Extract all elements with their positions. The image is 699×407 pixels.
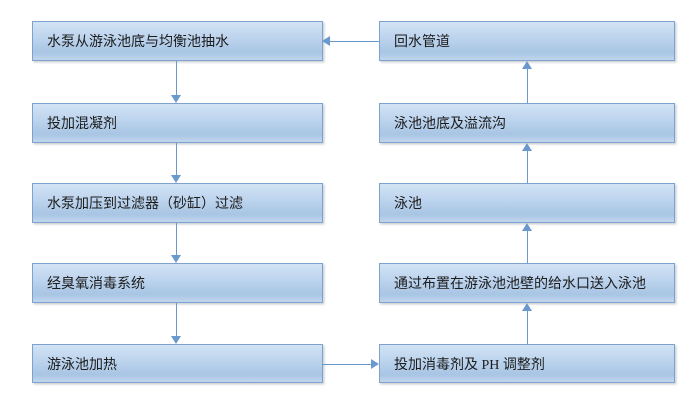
arrow-up-icon-4 — [521, 303, 533, 344]
arrow-head — [522, 303, 532, 311]
arrow-up-icon-1 — [521, 61, 533, 103]
arrow-head — [171, 175, 181, 183]
flow-box-label: 经臭氧消毒系统 — [47, 277, 145, 292]
arrow-head — [522, 61, 532, 69]
flow-box-label: 水泵从游泳池底与均衡池抽水 — [47, 35, 229, 50]
arrow-down-icon-3 — [170, 223, 182, 263]
arrow-line — [322, 363, 371, 365]
arrow-line — [330, 40, 379, 42]
arrow-line — [175, 223, 177, 255]
arrow-left-icon — [322, 35, 379, 47]
flow-box-ozone-disinfection: 经臭氧消毒系统 — [32, 263, 323, 303]
flow-box-pool-heating: 游泳池加热 — [32, 344, 323, 383]
arrow-down-icon-4 — [170, 303, 182, 344]
flow-box-add-disinfectant-ph: 投加消毒剂及 PH 调整剂 — [379, 344, 675, 383]
arrow-line — [526, 151, 528, 183]
arrow-head — [371, 359, 379, 369]
arrow-head — [522, 143, 532, 151]
flow-box-label: 泳池 — [394, 197, 422, 212]
arrow-line — [526, 231, 528, 263]
arrow-line — [526, 69, 528, 103]
flow-box-label: 水泵加压到过滤器（砂缸）过滤 — [47, 197, 243, 212]
arrow-line — [175, 143, 177, 175]
flow-box-label: 回水管道 — [394, 35, 450, 50]
flow-box-label: 泳池池底及溢流沟 — [394, 117, 506, 132]
flow-box-label: 投加混凝剂 — [47, 117, 117, 132]
flow-box-wall-inlet: 通过布置在游泳池池壁的给水口送入泳池 — [379, 263, 675, 303]
arrow-head — [322, 36, 330, 46]
arrow-head — [171, 336, 181, 344]
arrow-down-icon-1 — [170, 61, 182, 103]
arrow-right-icon — [322, 358, 379, 370]
flow-box-pump-intake: 水泵从游泳池底与均衡池抽水 — [32, 21, 323, 61]
arrow-line — [175, 303, 177, 336]
arrow-line — [175, 61, 177, 95]
flow-box-pool: 泳池 — [379, 183, 675, 223]
flow-box-label: 游泳池加热 — [47, 357, 117, 373]
arrow-head — [522, 223, 532, 231]
arrow-up-icon-3 — [521, 223, 533, 263]
flow-box-sand-filter: 水泵加压到过滤器（砂缸）过滤 — [32, 183, 323, 223]
flow-box-label: 通过布置在游泳池池壁的给水口送入泳池 — [394, 277, 646, 292]
flow-box-pool-bottom-overflow: 泳池池底及溢流沟 — [379, 103, 675, 143]
arrow-up-icon-2 — [521, 143, 533, 183]
arrow-head — [171, 95, 181, 103]
flow-box-label: 投加消毒剂及 PH 调整剂 — [394, 357, 545, 373]
arrow-head — [171, 255, 181, 263]
flow-box-return-pipe: 回水管道 — [379, 21, 675, 61]
arrow-line — [526, 311, 528, 344]
flow-box-add-coagulant: 投加混凝剂 — [32, 103, 323, 143]
arrow-down-icon-2 — [170, 143, 182, 183]
